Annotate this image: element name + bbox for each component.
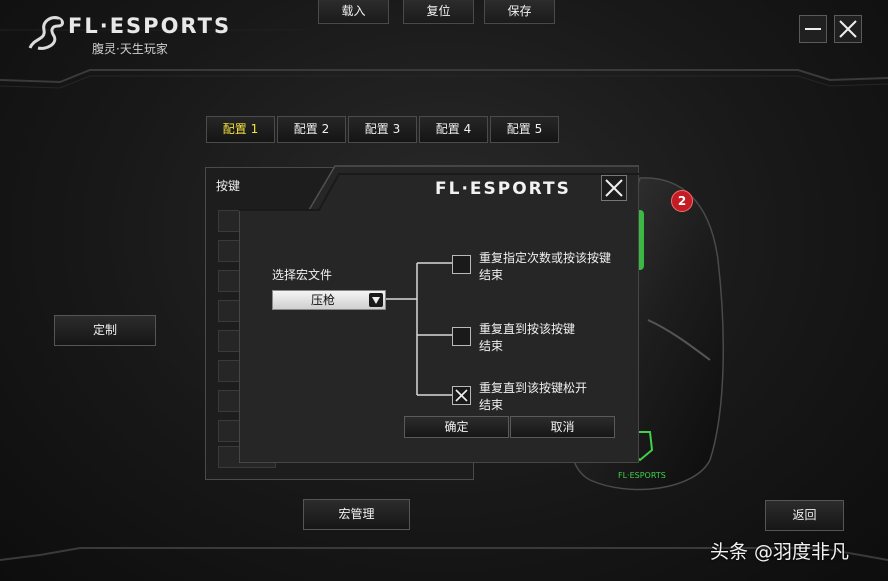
macro-manage-button[interactable]: 宏管理 (303, 499, 410, 530)
tab-config-4[interactable]: 配置 4 (419, 116, 488, 143)
customize-button[interactable]: 定制 (54, 315, 156, 346)
cancel-button[interactable]: 取消 (510, 416, 615, 438)
repeat-until-press-option-label: 重复直到按该按键结束 (479, 322, 576, 353)
tab-config-1[interactable]: 配置 1 (206, 116, 275, 143)
repeat-count-option-label: 重复指定次数或按该按键结束 (479, 251, 612, 282)
tab-config-2[interactable]: 配置 2 (277, 116, 346, 143)
mouse-brand-label: FL·ESPORTS (618, 471, 666, 480)
close-icon (839, 20, 857, 38)
minimize-button[interactable] (799, 15, 827, 43)
minimize-icon (805, 28, 821, 30)
key-list-title: 按键 (216, 179, 241, 193)
badge-number: 2 (677, 194, 687, 208)
close-button[interactable] (834, 15, 862, 43)
chevron-down-icon (369, 293, 383, 307)
load-button[interactable]: 载入 (318, 0, 389, 24)
macro-file-value: 压枪 (311, 293, 336, 307)
macro-file-select[interactable]: 压枪 (272, 290, 386, 310)
repeat-until-release-checkbox[interactable] (452, 386, 471, 405)
reset-button[interactable]: 复位 (403, 0, 474, 24)
brand-slogan: 腹灵·天生玩家 (92, 42, 168, 56)
repeat-count-checkbox[interactable] (452, 255, 471, 274)
tab-config-3[interactable]: 配置 3 (348, 116, 417, 143)
mouse-button-badge[interactable]: 2 (671, 190, 693, 212)
close-icon (605, 179, 623, 197)
dialog-frame (239, 165, 639, 463)
repeat-until-press-checkbox[interactable] (452, 327, 471, 346)
checkmark-x-icon (455, 389, 468, 402)
macro-file-label: 选择宏文件 (272, 268, 333, 282)
dialog-close-button[interactable] (601, 175, 627, 201)
watermark: 头条 @羽度非凡 (710, 541, 850, 563)
brand-name: FL·ESPORTS (68, 14, 232, 38)
save-button[interactable]: 保存 (484, 0, 555, 24)
tab-config-5[interactable]: 配置 5 (490, 116, 559, 143)
snake-logo-icon (28, 16, 64, 50)
repeat-until-release-option-label: 重复直到该按键松开结束 (479, 381, 588, 412)
app-logo: FL·ESPORTS 腹灵·天生玩家 (24, 10, 229, 58)
ok-button[interactable]: 确定 (404, 416, 509, 438)
dialog-brand: FL·ESPORTS (435, 179, 571, 199)
macro-loop-dialog: FL·ESPORTS 选择宏文件 压枪 重复指定次数或按该按键结束 重复直到按该… (239, 164, 639, 463)
back-button[interactable]: 返回 (765, 500, 844, 531)
